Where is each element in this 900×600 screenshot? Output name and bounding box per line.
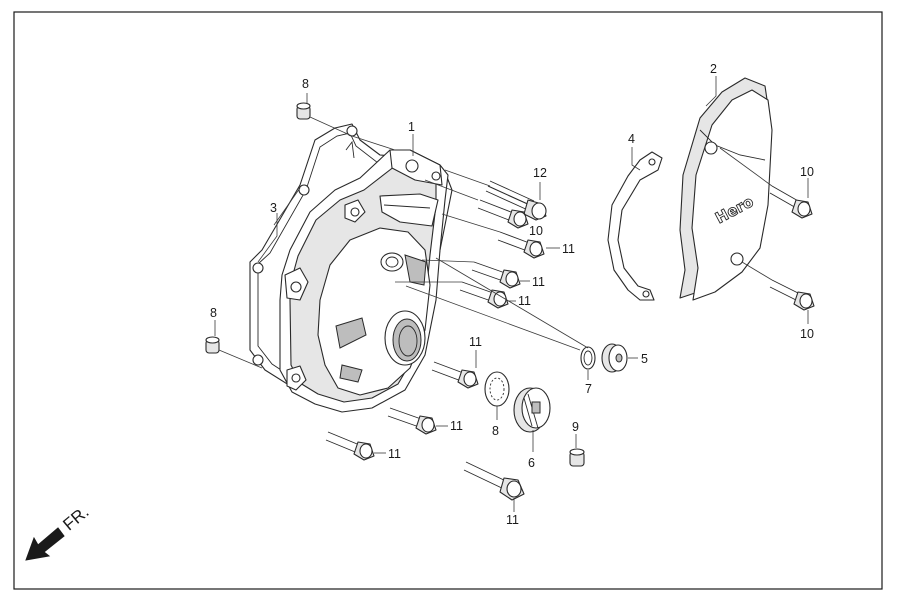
bolt-part-11-b: [471, 261, 521, 289]
callout-8-lower: 8: [210, 306, 217, 320]
callout-6: 6: [528, 456, 535, 470]
callout-9: 9: [572, 420, 579, 434]
callout-labels: 1 2 3 4 5 6 7 8 8 8 9 10 10 10 11 11 11 …: [210, 62, 814, 527]
diagram-frame: [13, 11, 883, 590]
bolt-part-10-upper: [769, 185, 813, 219]
callout-12: 12: [533, 166, 547, 180]
bolt-part-11-d: [431, 361, 479, 389]
bolt-part-11-c: [459, 281, 509, 309]
callout-2: 2: [710, 62, 717, 76]
callout-4: 4: [628, 132, 635, 146]
bolt-part-11-e: [387, 407, 437, 435]
callout-11-d: 11: [469, 335, 482, 349]
callout-10-lower: 10: [800, 327, 814, 341]
front-direction-indicator: FR.: [25, 502, 93, 561]
callout-1: 1: [408, 120, 415, 134]
bolt-part-11-g: [463, 461, 525, 501]
leader-lines: [214, 76, 809, 512]
dowel-pin-upper: [296, 102, 311, 120]
bolt-part-10-mid: [477, 199, 529, 229]
dowel-pin-part-9: [569, 448, 585, 467]
crankcase-cover-part-1: [279, 149, 449, 413]
callout-3: 3: [270, 201, 277, 215]
callout-11-e: 11: [450, 419, 463, 433]
bolt-part-12: [485, 180, 547, 221]
callout-10-mid: 10: [529, 224, 543, 238]
plug-part-6: [513, 387, 551, 433]
bolt-part-10-lower: [769, 279, 815, 311]
callout-11-b: 11: [532, 275, 545, 289]
callout-8-ring: 8: [492, 424, 499, 438]
gasket-ring-part-8: [484, 371, 510, 407]
plug-part-5: [601, 343, 628, 373]
callout-11-g: 11: [506, 513, 519, 527]
callout-7: 7: [585, 382, 592, 396]
callout-11-a: 11: [562, 242, 575, 256]
callout-5: 5: [641, 352, 648, 366]
callout-10-upper: 10: [800, 165, 814, 179]
guide-bracket-part-4: [607, 151, 663, 301]
bolt-part-11-f: [325, 431, 375, 461]
front-arrow-icon: [25, 527, 65, 561]
sprocket-cover-part-2: Hero: [679, 77, 773, 301]
callout-11-f: 11: [388, 447, 401, 461]
callout-11-c: 11: [518, 294, 531, 308]
o-ring-part-7: [580, 346, 596, 370]
dowel-pin-lower: [205, 336, 220, 354]
callout-8-upper: 8: [302, 77, 309, 91]
front-label: FR.: [59, 502, 92, 534]
bolt-part-11-a: [497, 231, 545, 259]
